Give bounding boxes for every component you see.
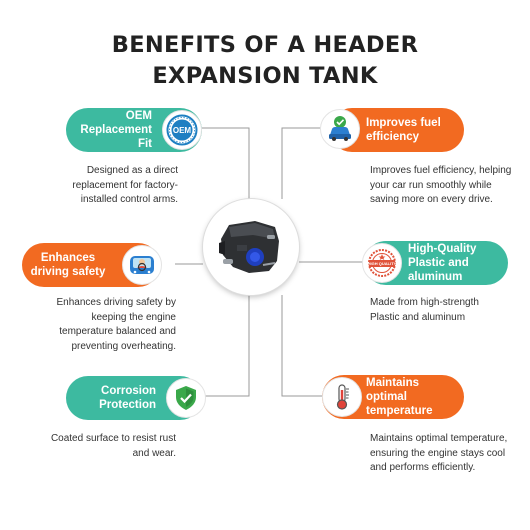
connector-bottom-left — [202, 295, 250, 397]
benefit-quality-heading: High-Quality Plastic and aluminum — [408, 243, 477, 283]
benefit-safety-description: Enhances driving safety by keeping the e… — [56, 297, 176, 352]
expansion-tank-icon — [219, 221, 279, 273]
benefit-corrosion-description: Coated surface to resist rust and wear. — [50, 433, 176, 459]
benefit-temperature-description: Maintains optimal temperature, ensuring … — [370, 433, 508, 473]
quality-badge-icon: HIGH QUALITY — [362, 243, 402, 283]
benefit-oem-heading: OEM Replacement Fit — [80, 110, 152, 150]
benefit-fuel-description: Improves fuel efficiency, helping your c… — [370, 165, 512, 205]
connector-top-left — [202, 127, 250, 199]
title-line-2: EXPANSION TANK — [152, 63, 378, 89]
benefit-quality-description: Made from high-strength Plastic and alum… — [370, 297, 479, 323]
title-line-1: BENEFITS OF A HEADER — [111, 32, 419, 58]
benefit-safety-heading: Enhances driving safety — [30, 252, 106, 278]
connector-top-right — [281, 127, 330, 199]
connector-bottom-right — [281, 295, 322, 397]
thermometer-icon — [322, 377, 362, 417]
benefit-temperature-heading: Maintains optimal temperature — [366, 377, 433, 417]
shield-check-icon — [166, 378, 206, 418]
quality-badge-text: HIGH QUALITY — [368, 261, 397, 266]
benefit-oem-description: Designed as a direct replacement for fac… — [72, 165, 178, 205]
expansion-tank-image — [203, 199, 299, 295]
page-title: BENEFITS OF A HEADER EXPANSION TANK — [0, 30, 530, 92]
oem-badge-text: OEM — [173, 126, 192, 135]
benefit-fuel-heading: Improves fuel efficiency — [366, 117, 441, 143]
oem-badge-icon: OEM — [162, 110, 202, 150]
benefit-corrosion-heading: Corrosion Protection — [99, 385, 156, 411]
car-check-icon — [320, 109, 360, 149]
driver-icon — [122, 245, 162, 285]
